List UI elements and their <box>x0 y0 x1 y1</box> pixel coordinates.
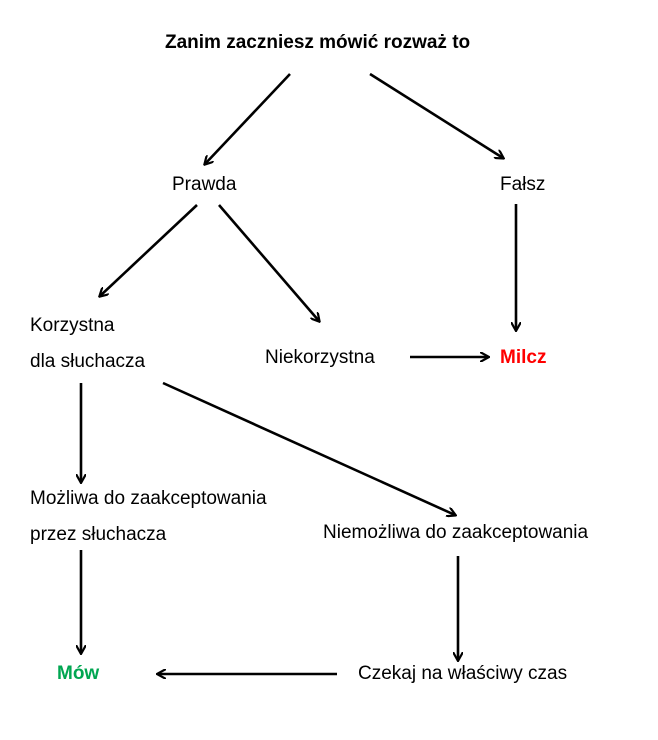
node-milcz: Milcz <box>500 347 547 368</box>
node-niemozliwa: Niemożliwa do zaakceptowania <box>323 522 589 543</box>
node-korzystna: Korzystna dla słuchacza <box>30 314 145 374</box>
arrow-korzystna-to-niemozliwa <box>162 381 455 515</box>
node-mozliwa: Możliwa do zaakceptowania przez słuchacz… <box>30 487 267 547</box>
node-czekaj: Czekaj na właściwy czas <box>358 663 568 684</box>
node-falsz: Fałsz <box>500 174 546 195</box>
node-mozliwa-line2: przez słuchacza <box>30 524 167 545</box>
arrow-title-to-falsz <box>369 72 503 158</box>
arrow-prawda-to-niekorzystna <box>218 204 319 321</box>
node-niekorzystna: Niekorzystna <box>265 347 375 368</box>
node-mow: Mów <box>57 663 100 684</box>
node-korzystna-line1: Korzystna <box>30 315 115 336</box>
node-mozliwa-line1: Możliwa do zaakceptowania <box>30 488 267 509</box>
node-prawda: Prawda <box>172 174 237 195</box>
arrow-title-to-prawda <box>205 73 291 164</box>
node-title: Zanim zaczniesz mówić rozważ to <box>165 32 471 53</box>
arrow-prawda-to-korzystna <box>100 204 198 296</box>
node-korzystna-line2: dla słuchacza <box>30 351 146 372</box>
